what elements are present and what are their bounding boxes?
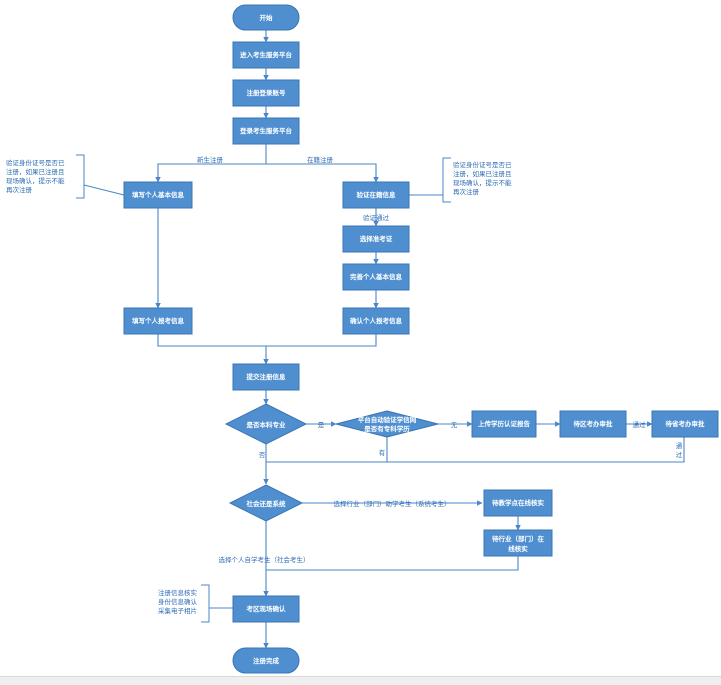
bottom-note-line-1: 注册信息核实 [158, 588, 198, 597]
connectors [155, 30, 685, 649]
auto-verify-decision [335, 410, 439, 438]
pass-vertical-2: 过 [676, 450, 683, 459]
confirm-exam-info-label: 确认个人报考信息 [350, 316, 403, 325]
right-note-line-1: 验证身份证号是否已 [453, 160, 512, 169]
yes-label: 是 [318, 421, 325, 429]
exam-point-check-label: 待教学点在线核实 [492, 498, 545, 507]
start-label: 开始 [260, 13, 274, 22]
note-brackets [76, 154, 451, 623]
left-note-connector [83, 184, 125, 196]
edge-to-verify-enrolled [266, 163, 379, 183]
confirm-exam-info-box [342, 307, 410, 335]
enter-platform-box [232, 41, 300, 69]
edge-labels: 新生注册 在籍注册 验证通过 是 无 通过 否 有 通 过 选择行业（部门）助学… [197, 155, 683, 564]
district-review-box [559, 410, 627, 438]
login-platform-box [232, 117, 300, 145]
side-notes: 验证身份证号是否已 注册，如果已注册且 现场确认，提示不能 再次注册 验证身份证… [6, 158, 512, 615]
social-or-system-label: 社会还是系统 [247, 499, 287, 508]
register-account-box [232, 79, 300, 107]
industry-check-box [483, 529, 553, 557]
edge-fillexam-merge [157, 334, 377, 347]
right-note-line-3: 现场确认，提示不能 [453, 178, 512, 187]
complete-basic-info-box [342, 263, 410, 291]
left-note-line-4: 再次注册 [6, 185, 33, 194]
none-label: 无 [451, 421, 458, 429]
submit-registration-label: 提交注册信息 [247, 372, 287, 381]
left-note-bracket [76, 154, 85, 199]
enrolled-student-label: 在籍注册 [307, 155, 334, 164]
new-student-label: 新生注册 [197, 155, 224, 164]
right-note-bracket [442, 157, 451, 203]
auto-verify-label-2: 是否有专科学历 [363, 424, 410, 433]
register-account-label: 注册登录账号 [247, 88, 287, 97]
select-ticket-label: 选择准考证 [360, 234, 393, 243]
enter-platform-label: 进入考生服务平台 [240, 50, 293, 59]
left-note-line-1: 验证身份证号是否已 [6, 158, 65, 167]
social-or-system-decision [228, 484, 304, 522]
province-review-box [651, 410, 719, 438]
verify-enrolled-label: 验证在籍信息 [357, 190, 397, 199]
left-note-line-2: 注册，如果已注册且 [6, 167, 65, 176]
complete-basic-info-label: 完善个人基本信息 [350, 272, 403, 281]
province-review-label: 待省考办审批 [666, 419, 706, 428]
upload-report-box [471, 410, 537, 438]
select-industry-label: 选择行业（部门）助学考生（系统考生） [334, 499, 451, 508]
submit-registration-box [232, 363, 300, 391]
onsite-confirm-label: 考区现场确认 [247, 604, 287, 613]
no-label: 否 [259, 451, 266, 459]
done-terminal [232, 647, 300, 674]
login-platform-label: 登录考生服务平台 [239, 126, 293, 135]
fill-basic-info-box [123, 181, 193, 209]
select-self-study-label: 选择个人自学考生（社会考生） [219, 555, 310, 564]
done-label: 注册完成 [253, 656, 280, 665]
fill-exam-info-label: 填写个人报考信息 [132, 316, 185, 325]
undergrad-major-label: 是否本科专业 [246, 420, 287, 429]
upload-report-label: 上传学历认证报告 [478, 419, 531, 428]
has-label: 有 [379, 448, 386, 457]
right-note-line-4: 再次注册 [453, 187, 480, 196]
industry-check-label-1: 待行业（部门）在 [492, 534, 545, 543]
industry-check-label-2: 线核实 [508, 544, 528, 553]
start-terminal [232, 4, 300, 31]
bottom-scroll-strip [0, 676, 721, 685]
bottom-note-bracket [201, 584, 210, 623]
right-note-line-2: 注册，如果已注册且 [453, 169, 512, 178]
fill-exam-info-box [123, 307, 193, 335]
nodes: 开始 进入考生服务平台 注册登录账号 登录考生服务平台 填写个人基本信息 验证在… [123, 4, 719, 674]
exam-point-check-box [483, 489, 553, 517]
undergrad-major-decision [224, 403, 308, 445]
left-note-line-3: 现场确认，提示不能 [6, 176, 65, 185]
district-review-label: 待区考办审批 [574, 419, 614, 428]
onsite-confirm-box [232, 595, 300, 623]
select-ticket-box [342, 225, 410, 253]
auto-verify-label-1: 平台自动验证学信网 [358, 415, 417, 424]
edge-province-down [266, 437, 685, 463]
bottom-note-line-2: 身份信息确认 [158, 597, 198, 606]
verify-enrolled-box [342, 181, 410, 209]
fill-basic-info-label: 填写个人基本信息 [132, 190, 185, 199]
verify-pass-label: 验证通过 [363, 213, 390, 222]
edge-to-fill-basic [155, 163, 266, 183]
pass-vertical-1: 通 [676, 441, 683, 450]
bottom-note-line-3: 采集电子相片 [158, 606, 197, 615]
edge-industry-back [266, 556, 519, 571]
pass-label: 通过 [633, 420, 647, 429]
